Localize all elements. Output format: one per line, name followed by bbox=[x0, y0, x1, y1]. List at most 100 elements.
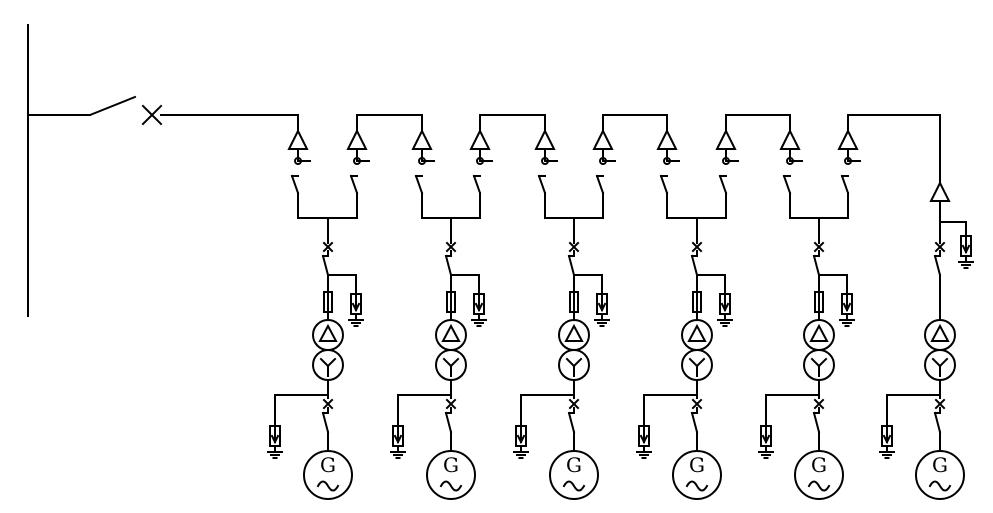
lv-arrester-icon bbox=[390, 425, 406, 459]
generator-icon bbox=[303, 450, 353, 500]
arrester-triangle-icon bbox=[715, 128, 739, 165]
lv-arrester-icon bbox=[758, 425, 774, 459]
disconnector-blade bbox=[840, 174, 850, 195]
cross-stroke bbox=[322, 241, 334, 253]
cross-stroke bbox=[445, 241, 457, 253]
disconnector-blade bbox=[718, 174, 728, 195]
generator-icon bbox=[549, 450, 599, 500]
fuse-icon bbox=[692, 291, 702, 313]
triangle-icon bbox=[779, 128, 801, 150]
generator: G bbox=[794, 450, 844, 500]
unit-2: G bbox=[390, 241, 487, 500]
hv-disconnector-blade bbox=[321, 254, 330, 277]
hv-arrester-icon bbox=[471, 293, 487, 327]
generator-label: G bbox=[320, 453, 336, 477]
hv-arrester-icon bbox=[717, 293, 733, 327]
wye-arm-left bbox=[565, 357, 576, 368]
step-up-transformer bbox=[558, 319, 590, 381]
wye-arm-left bbox=[319, 357, 330, 368]
generator-disconnector-blade bbox=[321, 411, 330, 434]
hv-breaker-icon bbox=[813, 241, 825, 253]
generator-icon bbox=[426, 450, 476, 500]
hv-disconnector-blade bbox=[690, 254, 699, 277]
hv-disconnector-blade bbox=[812, 254, 821, 277]
cross-stroke bbox=[322, 398, 334, 410]
delta-symbol-icon bbox=[564, 323, 584, 342]
fuse-icon bbox=[323, 291, 333, 313]
hv-breaker-icon bbox=[934, 241, 946, 253]
generator: G bbox=[549, 450, 599, 500]
unit-3: G bbox=[513, 241, 610, 500]
generator-icon bbox=[672, 450, 722, 500]
end-triangle-icon bbox=[929, 180, 951, 214]
arrester-triangle-icon bbox=[837, 128, 861, 165]
ac-wave-icon bbox=[928, 480, 952, 492]
generator-label: G bbox=[689, 453, 705, 477]
step-up-transformer bbox=[681, 319, 713, 381]
triangle-icon bbox=[656, 128, 678, 150]
hv-disconnector-blade bbox=[567, 254, 576, 277]
lv-arrester-icon bbox=[513, 425, 529, 459]
unit-6: G bbox=[879, 241, 965, 500]
wye-arm-left bbox=[931, 357, 942, 368]
generator-disconnector-blade bbox=[933, 411, 942, 434]
generator: G bbox=[426, 450, 476, 500]
fuse-icon bbox=[814, 291, 824, 313]
main-disconnector-blade bbox=[88, 95, 137, 117]
hv-breaker-icon bbox=[445, 241, 457, 253]
wye-arm-right bbox=[695, 357, 706, 368]
switch-pair-2 bbox=[411, 114, 493, 244]
wye-arm-right bbox=[449, 357, 460, 368]
step-up-transformer bbox=[312, 319, 344, 381]
wye-arm-left bbox=[442, 357, 453, 368]
step-up-transformer bbox=[435, 319, 467, 381]
generator-breaker-icon bbox=[934, 398, 946, 410]
delta-symbol-icon bbox=[318, 323, 338, 342]
lv-arrester-icon bbox=[636, 425, 652, 459]
cross-stroke bbox=[934, 241, 946, 253]
hv-breaker-icon bbox=[322, 241, 334, 253]
triangle-icon bbox=[287, 128, 309, 150]
generator-disconnector-blade bbox=[690, 411, 699, 434]
arrester-triangle-icon bbox=[656, 128, 680, 165]
wye-arm-right bbox=[817, 357, 828, 368]
triangle-icon bbox=[715, 128, 737, 150]
generator-icon bbox=[794, 450, 844, 500]
wye-arm-right bbox=[326, 357, 337, 368]
cross-stroke bbox=[691, 398, 703, 410]
triangle-icon bbox=[346, 128, 368, 150]
triangle-icon bbox=[592, 128, 614, 150]
generator: G bbox=[915, 450, 965, 500]
wye-arm-right bbox=[938, 357, 949, 368]
cross-stroke bbox=[141, 104, 163, 126]
fuse-icon bbox=[569, 291, 579, 313]
hv-breaker-icon bbox=[568, 241, 580, 253]
generator-label: G bbox=[443, 453, 459, 477]
disconnector-blade bbox=[472, 174, 482, 195]
wye-arm-right bbox=[572, 357, 583, 368]
delta-symbol-icon bbox=[930, 323, 950, 342]
cross-stroke bbox=[691, 241, 703, 253]
cross-stroke bbox=[934, 398, 946, 410]
disconnector-blade bbox=[782, 174, 792, 195]
switch-pair-5 bbox=[779, 114, 861, 244]
hv-arrester-icon bbox=[839, 293, 855, 327]
arrester-triangle-icon bbox=[287, 128, 311, 165]
unit-1: G bbox=[267, 241, 364, 500]
generator: G bbox=[303, 450, 353, 500]
end-arrester-icon bbox=[958, 235, 974, 269]
generator: G bbox=[672, 450, 722, 500]
triangle-icon bbox=[469, 128, 491, 150]
triangle-icon bbox=[411, 128, 433, 150]
generator-disconnector-blade bbox=[444, 411, 453, 434]
lv-arrester-icon bbox=[267, 425, 283, 459]
switch-pair-3 bbox=[534, 114, 616, 244]
generator-label: G bbox=[811, 453, 827, 477]
arrester-triangle-icon bbox=[592, 128, 616, 165]
ac-wave-icon bbox=[316, 480, 340, 492]
arrester-triangle-icon bbox=[534, 128, 558, 165]
triangle-icon bbox=[837, 128, 859, 150]
arrester-triangle-icon bbox=[411, 128, 435, 165]
hv-arrester-icon bbox=[594, 293, 610, 327]
